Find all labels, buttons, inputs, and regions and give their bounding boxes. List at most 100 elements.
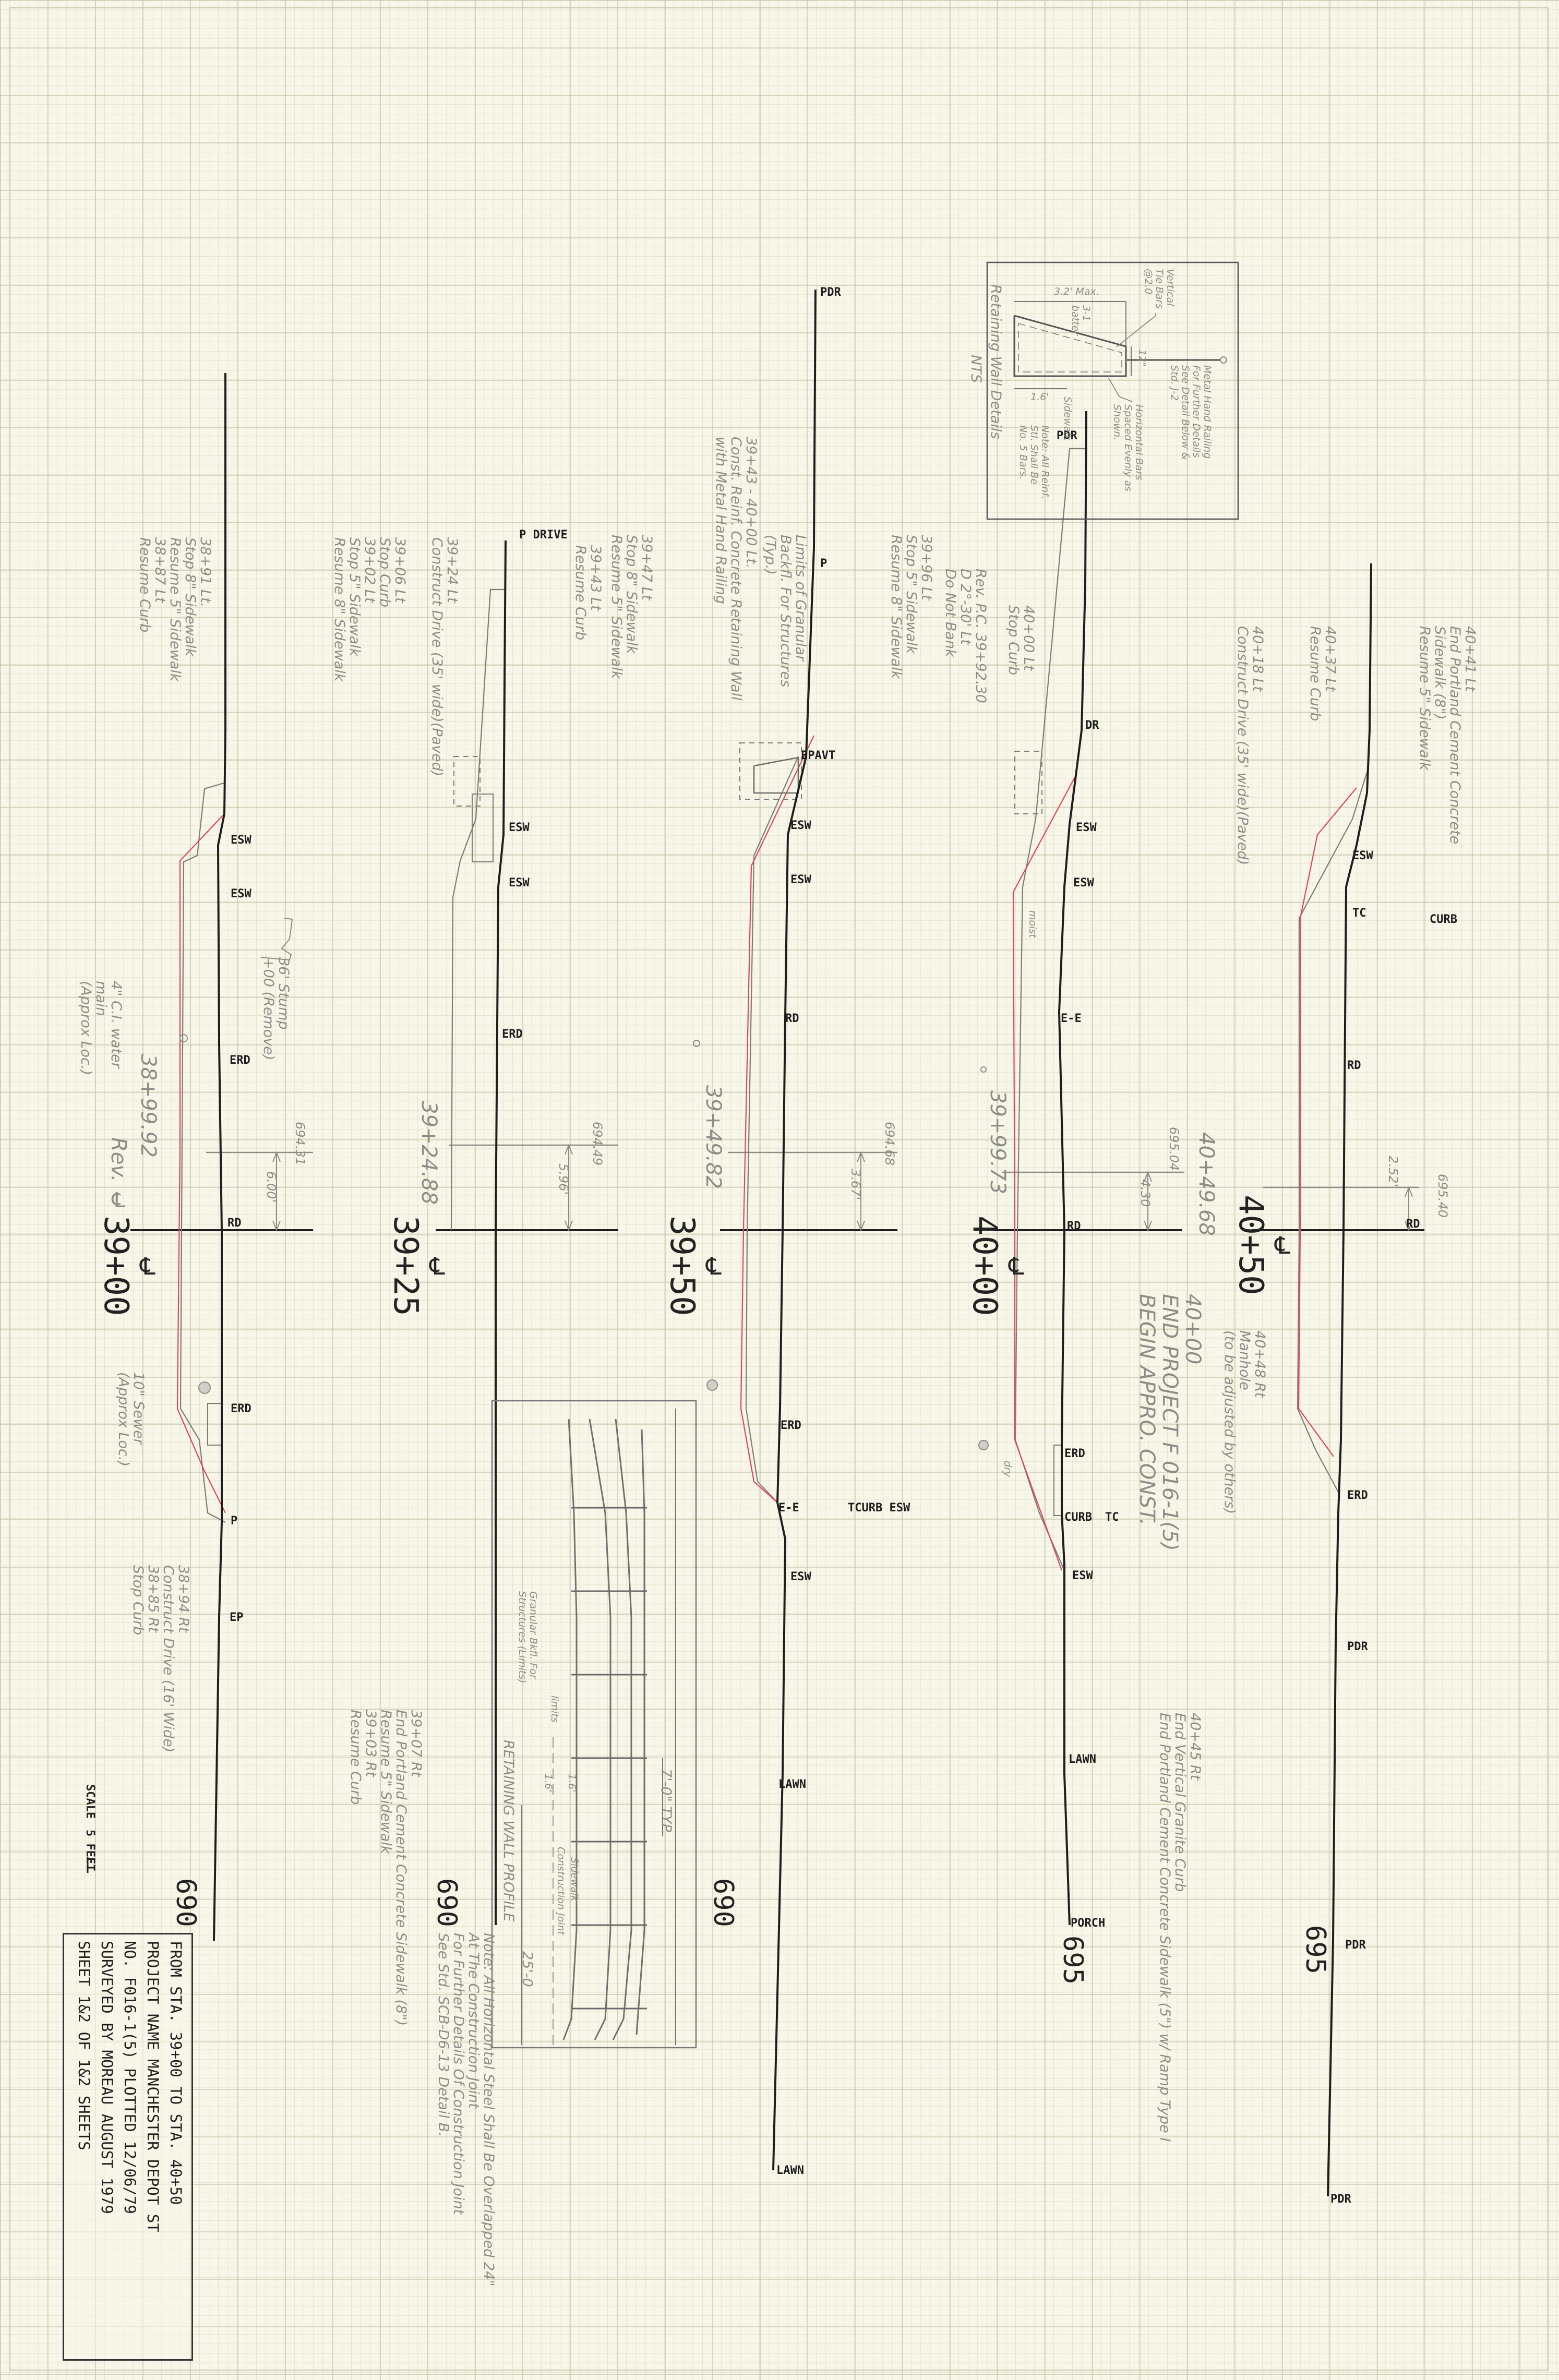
sidewalk-label: Sidewalk xyxy=(1062,396,1073,441)
ground-point-label: CURB xyxy=(1430,913,1457,926)
handwritten-note-line: 39+02 Lt xyxy=(362,537,378,603)
tie-bars-note-line: Vertical xyxy=(1165,269,1176,306)
ground-point-label: PDR xyxy=(820,286,841,299)
elevation-axis-label: 695 xyxy=(1300,1925,1331,1974)
ground-point-label: ESW xyxy=(1073,876,1094,890)
handwritten-note-line: Backfl. For Structures xyxy=(777,535,794,688)
handwritten-note-line: End Portland Cement Concrete Sidewalk (8… xyxy=(393,1710,409,2026)
elevation-axis-label: 690 xyxy=(170,1878,201,1927)
handwritten-note-line: 39+06 Lt xyxy=(392,537,408,603)
ground-point-label: ESW xyxy=(509,876,530,890)
railing-note-line: Std. J-2 xyxy=(1169,365,1180,401)
handwritten-note-line: (Approx Loc.) xyxy=(78,981,94,1075)
handwritten-note-line: Const. Reinf. Concrete Retaining Wall xyxy=(728,437,744,701)
station-label: 40+50 xyxy=(1231,1195,1270,1295)
batter-note-line: 3-1 xyxy=(1081,305,1092,322)
handwritten-note-line: Limits of Granular xyxy=(793,535,809,662)
horizontal-bars-note-line: Horizontal Bars xyxy=(1133,404,1145,480)
handwritten-note-line: 39+43 - 40+00 Lt. xyxy=(743,437,759,569)
retaining-wall-details-box xyxy=(986,261,1239,520)
handwritten-note-line: 38+94 Rt xyxy=(175,1565,191,1633)
handwritten-note-line: (to be adjusted by others) xyxy=(1221,1330,1238,1514)
handwritten-note-line: See Std. SCB-D6-13 Detail B. xyxy=(435,1933,451,2137)
handwritten-note-line: Stop Curb xyxy=(377,537,393,608)
handwritten-note-line: 40+41 Lt xyxy=(1462,626,1478,692)
handwritten-note-line: (Typ.) xyxy=(762,535,778,575)
handwritten-note: dry xyxy=(1002,1461,1013,1477)
handwritten-note: 36' Stump+00 (Remove) xyxy=(260,957,292,1060)
ground-point-label: P DRIVE xyxy=(519,528,568,542)
ground-point-label: PDR xyxy=(1057,429,1077,442)
handwritten-note-line: Resume 5" Sidewalk xyxy=(1417,626,1433,771)
handwritten-note-line: Granular Bkfl. For xyxy=(527,1591,539,1679)
title-block-rows: FROM STA. 39+00 TO STA. 40+50 PROJECT NA… xyxy=(73,1941,187,2232)
handwritten-note-line: Resume 8" Sidewalk xyxy=(888,535,904,679)
handwritten-note-line: 38+85 Rt xyxy=(145,1565,161,1633)
elevation-value: 694.68 xyxy=(882,1122,897,1165)
ground-point-label: ESW xyxy=(790,1570,811,1583)
proposed-grade-line-red xyxy=(740,735,814,1503)
dimension-arrow xyxy=(272,1151,281,1162)
handwritten-note-line: Resume Curb xyxy=(137,537,153,633)
title-row-surveyed: SURVEYED BY MOREAU AUGUST 1979 xyxy=(98,1941,116,2214)
structure-limits-dashed xyxy=(739,742,802,800)
ground-point-label: ESW xyxy=(231,887,251,900)
ground-point-label: ERD xyxy=(230,1054,250,1067)
reinforcement-note-line: Note: All Reinf. xyxy=(1039,425,1051,499)
handwritten-note-line: Construct Drive (16' Wide) xyxy=(160,1565,176,1753)
handwritten-note-line: dry xyxy=(1002,1461,1013,1477)
handwritten-note-line: Resume Curb xyxy=(572,545,589,641)
utility-marker xyxy=(693,1040,700,1047)
handwritten-note-line: Rev. ℄ xyxy=(106,1137,130,1213)
elevation-value: 695.40 xyxy=(1435,1174,1450,1218)
ground-point-label: LAWN xyxy=(778,1778,806,1791)
handwritten-note-line: Stop 8" Sidewalk xyxy=(182,537,198,657)
handrail-rail xyxy=(562,1419,578,2040)
ground-point-label: ESW xyxy=(1072,1569,1093,1582)
handwritten-note-line: Structures (Limits) xyxy=(517,1591,528,1684)
handwritten-note: 10" Sewer(Approx Loc.) xyxy=(115,1372,147,1467)
proposed-grade-line-red xyxy=(1012,777,1075,1571)
proposed-template-line xyxy=(450,588,506,1231)
handwritten-note-line: For Further Details Of Construction Join… xyxy=(450,1933,466,2215)
ground-point-label: RD xyxy=(785,1012,799,1025)
ground-point-label: TC xyxy=(1105,1511,1119,1524)
structure-limits-dashed xyxy=(453,756,481,807)
centerline-symbol: ℄ xyxy=(700,1252,728,1280)
centerline-symbol: ℄ xyxy=(134,1252,162,1280)
existing-ground-line xyxy=(1327,563,1372,2197)
handwritten-note-line: Stop Curb xyxy=(1005,605,1022,676)
handwritten-note-line: Resume Curb xyxy=(347,1710,364,1805)
max-width-dimension: 3.2' Max. xyxy=(1054,286,1099,297)
elevation-axis-label: 690 xyxy=(707,1878,739,1927)
handwritten-note-line: Resume Curb xyxy=(1307,626,1323,722)
handwritten-note-line: Rev. P.C. 39+92.30 xyxy=(973,569,989,703)
post-spacing-label: 7'-0" TYP. xyxy=(658,1769,674,1835)
handwritten-note-line: Resume 5" Sidewalk xyxy=(167,537,183,682)
ground-point-label: ERD xyxy=(781,1419,801,1432)
dimension-arrow xyxy=(1144,1171,1152,1182)
revised-station: 38+99.92 xyxy=(136,1054,160,1158)
sidewalk-label: Sidewalk xyxy=(569,1857,580,1902)
handwritten-note-line: END PROJECT F 016-1(5) xyxy=(1158,1294,1182,1551)
curb-outline xyxy=(207,1403,223,1446)
handwritten-note-line: Construct Drive (35' wide)(Paved) xyxy=(429,537,445,777)
ground-point-label: ESW xyxy=(1352,849,1373,862)
ground-point-label: ESW xyxy=(790,873,811,886)
ground-point-label: ERD xyxy=(502,1028,523,1041)
handwritten-note-line: Stop 5" Sidewalk xyxy=(346,537,363,657)
handwritten-note-line: 40+18 Lt xyxy=(1250,626,1266,692)
ground-point-label: ESW xyxy=(790,819,811,832)
dimension-arrow xyxy=(272,1220,281,1232)
railing-post-cap xyxy=(1220,356,1227,364)
